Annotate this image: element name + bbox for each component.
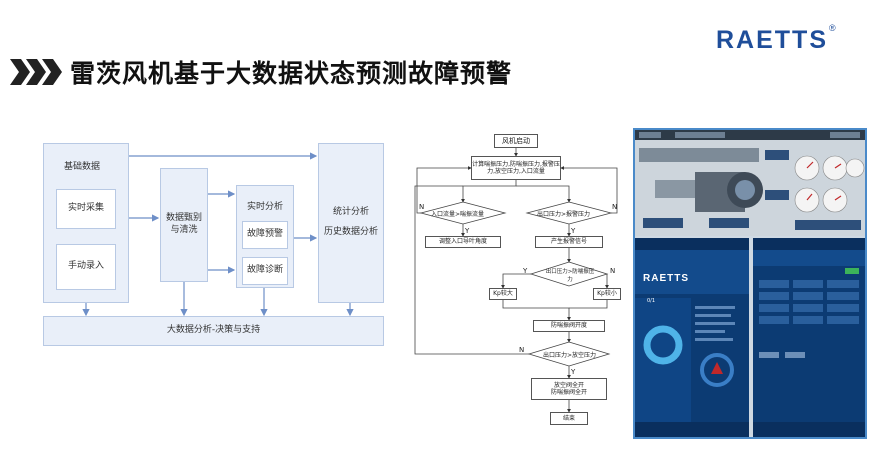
flow-alarm: 产生报警信号 <box>535 236 603 248</box>
flow-open1-label: 放空阀全开 <box>553 381 584 389</box>
flow-adjust: 调整入口导叶角度 <box>425 236 501 248</box>
flow-end-label: 结束 <box>562 414 575 422</box>
page-title: 雷茨风机基于大数据状态预测故障预警 <box>70 59 513 88</box>
flow-cond2: 出口压力>报警压力 <box>537 211 591 218</box>
flow-n1: N <box>419 203 425 211</box>
flow-cond3: 出口压力>防喘振压力 <box>545 269 595 283</box>
realtime-collect-box: 实时采集 <box>56 189 116 229</box>
flow-open: 放空阀全开 防喘振阀全开 <box>531 378 607 400</box>
flow-valve-label: 防喘振阀开度 <box>550 322 587 330</box>
fault-warning-box: 故障预警 <box>242 221 288 249</box>
brand-logo: RAETTS® <box>716 22 838 55</box>
stat-analysis-label: 统计分析 <box>332 207 369 218</box>
app-page-no: 0/1 <box>647 298 656 304</box>
stat-analysis-box: 统计分析 历史数据分析 <box>318 143 384 303</box>
flow-kp-small-label: Kp较小 <box>597 290 617 298</box>
flow-n2: N <box>612 203 618 211</box>
fault-diagnosis-box: 故障诊断 <box>242 257 288 285</box>
flow-y1: Y <box>465 227 470 235</box>
fault-diagnosis-label: 故障诊断 <box>246 265 283 276</box>
flowchart-lines <box>414 148 618 413</box>
flow-alarm-label: 产生报警信号 <box>550 238 587 246</box>
fault-warning-label: 故障预警 <box>246 229 283 240</box>
flow-calc: 计算喘振压力,防喘振压力,报警压力,放空压力,入口流量 <box>471 156 561 180</box>
app-screenshot: RAETTS 0/1 <box>633 128 867 439</box>
flow-kp-big-label: Kp较大 <box>493 290 513 298</box>
flow-n3: N <box>610 267 616 275</box>
history-analysis-label: 历史数据分析 <box>323 227 378 237</box>
manual-entry-box: 手动录入 <box>56 244 116 290</box>
realtime-analysis-label: 实时分析 <box>246 202 283 212</box>
flow-kp-small: Kp较小 <box>593 288 621 300</box>
flow-y3: Y <box>523 267 528 275</box>
flow-calc-label: 计算喘振压力,防喘振压力,报警压力,放空压力,入口流量 <box>472 160 560 176</box>
manual-entry-label: 手动录入 <box>67 261 104 272</box>
flow-adjust-label: 调整入口导叶角度 <box>438 238 487 246</box>
logo-text: RAETTS <box>716 26 828 54</box>
flow-start: 风机启动 <box>494 134 538 148</box>
flow-n4: N <box>519 346 525 354</box>
flowchart: 风机启动 计算喘振压力,防喘振压力,报警压力,放空压力,入口流量 入口流量>喘振… <box>411 130 626 430</box>
flow-cond1: 入口流量>喘振流量 <box>431 211 485 218</box>
chevron-arrows-icon <box>10 59 62 85</box>
flow-end: 结束 <box>550 412 588 425</box>
registered-mark: ® <box>829 22 838 33</box>
data-clean-box: 数据甄别 与清洗 <box>160 168 208 282</box>
app-brand: RAETTS <box>643 273 689 284</box>
bigdata-box: 大数据分析-决策与支持 <box>43 316 384 346</box>
flow-y2: Y <box>571 227 576 235</box>
flow-valve: 防喘振阀开度 <box>533 320 605 332</box>
flow-open2-label: 防喘振阀全开 <box>550 389 587 396</box>
flow-start-label: 风机启动 <box>502 136 530 145</box>
bigdata-label: 大数据分析-决策与支持 <box>166 325 261 336</box>
app-screenshot-graphics <box>635 130 865 437</box>
flow-cond4: 出口压力>放空压力 <box>543 352 597 359</box>
flow-kp-big: Kp较大 <box>489 288 517 300</box>
realtime-collect-label: 实时采集 <box>67 203 104 214</box>
data-clean-label-1: 数据甄别 <box>165 213 202 224</box>
title-row: 雷茨风机基于大数据状态预测故障预警 <box>10 56 512 88</box>
basic-data-label: 基础数据 <box>64 162 101 172</box>
flow-y4: Y <box>571 368 576 376</box>
data-clean-label-2: 与清洗 <box>170 225 198 235</box>
